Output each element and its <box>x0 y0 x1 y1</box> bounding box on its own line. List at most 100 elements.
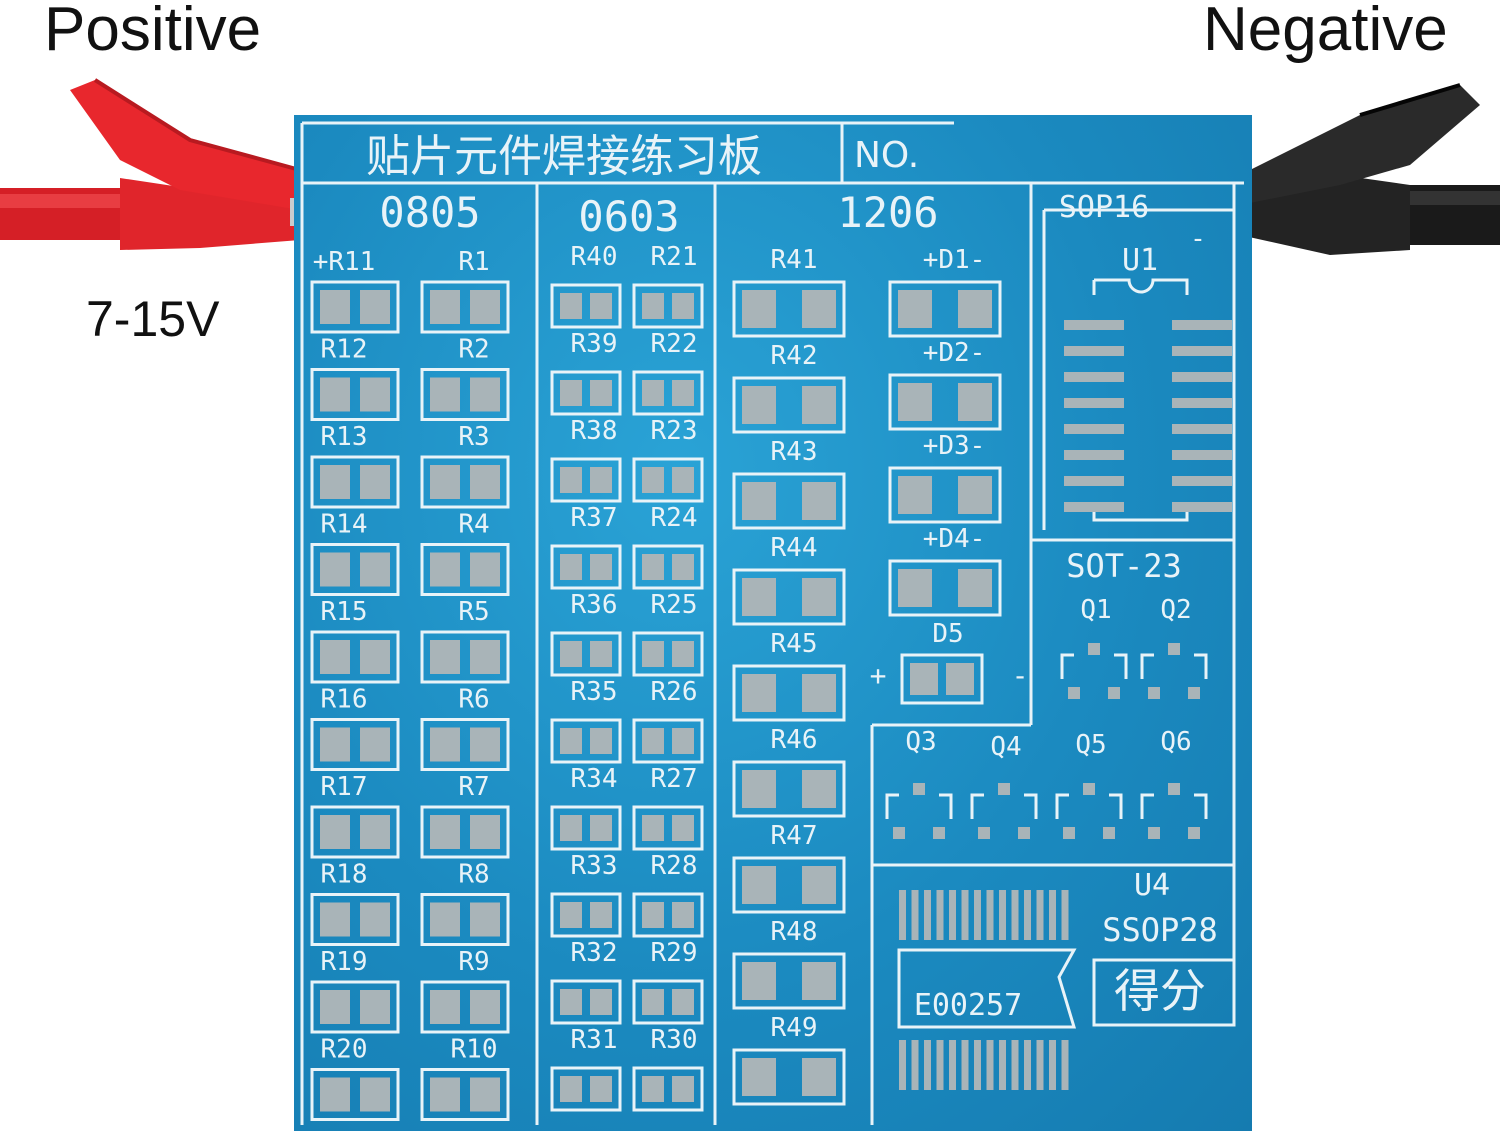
part-0603-left-pad-b <box>590 293 612 319</box>
part-0603-left-pad-b <box>590 641 612 667</box>
ssop-pin-bottom <box>1036 1040 1044 1090</box>
part-0603-right-pad-b <box>672 728 694 754</box>
label-sot-q: Q2 <box>1160 595 1191 625</box>
part-0805-right-pad-a <box>430 990 460 1024</box>
ssop-pin-top <box>949 890 956 940</box>
part-0603-left-pad-a <box>560 815 582 841</box>
section-0805: 0805 <box>379 188 480 237</box>
part-0603-right-outline <box>632 718 704 764</box>
label-0603-left: R38 <box>571 416 618 446</box>
part-0805-left-outline <box>310 543 400 596</box>
label-0603-right: R30 <box>651 1025 698 1055</box>
label-1206-left: R43 <box>771 437 818 467</box>
label-0805-right: R8 <box>458 860 489 890</box>
label-0603-right: R29 <box>651 938 698 968</box>
part-diode-outline <box>888 466 1002 524</box>
part-0805-right-pad-b <box>470 377 500 412</box>
sop-pin-right <box>1172 502 1232 512</box>
label-1206-left: R45 <box>771 629 818 659</box>
label-sot-q: Q3 <box>905 727 936 757</box>
sop-pin-left <box>1064 346 1124 356</box>
ssop-pin-bottom <box>899 1040 906 1090</box>
part-diode-d5-pad-a <box>910 663 938 695</box>
part-0805-left-outline <box>310 805 400 859</box>
label-diode-d5: D5 <box>932 619 963 649</box>
part-1206-left-outline <box>732 760 846 818</box>
part-0805-right-pad-b <box>470 290 500 324</box>
part-0805-left-pad-a <box>320 465 350 499</box>
sop-pin-right <box>1172 398 1232 408</box>
part-number: E00257 <box>914 988 1022 1023</box>
part-0603-right-outline <box>632 457 704 503</box>
section-0603: 0603 <box>578 192 679 241</box>
part-0603-right-pad-a <box>642 467 664 493</box>
label-1206-left: R47 <box>771 821 818 851</box>
part-0603-left-outline <box>550 979 622 1025</box>
part-0603-left-outline <box>550 1066 622 1112</box>
sop-pin-left <box>1064 372 1124 382</box>
sot-pad-top <box>913 783 925 795</box>
part-0805-left-pad-b <box>360 377 390 412</box>
part-diode-pad-a <box>898 290 932 328</box>
part-0805-right-pad-a <box>430 465 460 499</box>
part-0603-left-pad-a <box>560 1076 582 1102</box>
label-0603-right: R25 <box>651 590 698 620</box>
label-0603-right: R21 <box>651 242 698 272</box>
part-1206-left-pad-a <box>742 674 776 712</box>
label-0805-right: R2 <box>458 335 489 365</box>
part-1206-left-pad-b <box>802 578 836 616</box>
part-1206-left-pad-b <box>802 770 836 808</box>
label-0603-right: R24 <box>651 503 698 533</box>
part-1206-left-pad-b <box>802 674 836 712</box>
part-1206-left-pad-a <box>742 482 776 520</box>
label-0805-left: R14 <box>321 510 368 540</box>
label-0603-right: R23 <box>651 416 698 446</box>
part-0805-right-pad-a <box>430 290 460 324</box>
part-1206-left-pad-a <box>742 962 776 1000</box>
sot-pad-bl <box>978 827 990 839</box>
part-0805-right-pad-a <box>430 727 460 762</box>
ssop-pin-top <box>999 890 1006 940</box>
sot-pad-br <box>1188 687 1200 699</box>
label-diode: +D2- <box>923 338 986 368</box>
part-0805-left-outline <box>310 280 400 334</box>
part-1206-left-outline <box>732 472 846 530</box>
part-1206-left-pad-b <box>802 1058 836 1096</box>
part-diode-pad-b <box>958 383 992 421</box>
sop-pin-left <box>1064 424 1124 434</box>
part-1206-left-outline <box>732 856 846 914</box>
sot-pad-top <box>1088 643 1100 655</box>
sot-outline <box>1140 653 1208 679</box>
label-0603-left: R33 <box>571 851 618 881</box>
part-1206-left-outline <box>732 568 846 626</box>
part-0603-right-outline <box>632 544 704 590</box>
label-0805-left: R12 <box>321 335 368 365</box>
ssop-pin-bottom <box>911 1040 919 1090</box>
ssop-pin-top <box>1061 890 1069 940</box>
part-0603-left-outline <box>550 718 622 764</box>
label-0805-left: R13 <box>321 422 368 452</box>
part-1206-left-pad-a <box>742 1058 776 1096</box>
part-0805-right-pad-b <box>470 1077 500 1112</box>
part-0603-right-pad-b <box>672 815 694 841</box>
sot-pad-br <box>1018 827 1030 839</box>
label-0603-left: R36 <box>571 590 618 620</box>
part-diode-pad-a <box>898 476 932 514</box>
label-0805-left: R17 <box>321 772 368 802</box>
board-title: 贴片元件焊接练习板 <box>366 131 762 182</box>
part-0603-right-pad-a <box>642 815 664 841</box>
sop-pin-right <box>1172 372 1232 382</box>
label-0603-left: R37 <box>571 503 618 533</box>
part-0603-right-outline <box>632 892 704 938</box>
part-0603-right-pad-b <box>672 380 694 406</box>
part-diode-pad-a <box>898 383 932 421</box>
part-0805-right-outline <box>420 1068 510 1121</box>
board-no-label: NO. <box>854 135 919 176</box>
part-1206-left-pad-a <box>742 290 776 328</box>
part-0603-right-pad-b <box>672 293 694 319</box>
label-0805-left: R15 <box>321 597 368 627</box>
part-0603-right-pad-b <box>672 467 694 493</box>
part-0603-right-pad-a <box>642 989 664 1015</box>
part-0603-left-outline <box>550 544 622 590</box>
part-1206-left-pad-b <box>802 866 836 904</box>
